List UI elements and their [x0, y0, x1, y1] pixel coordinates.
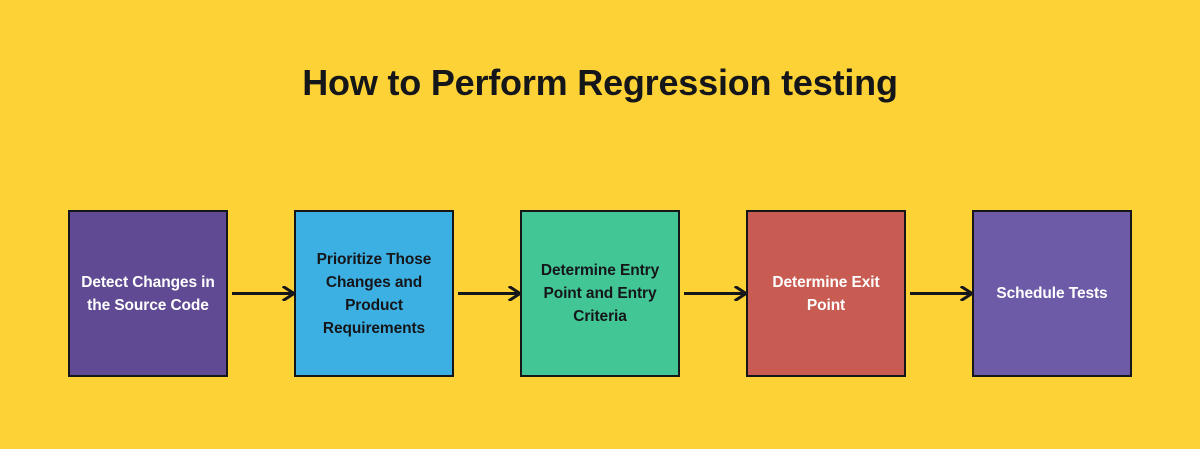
flow-step-5-label: Schedule Tests: [996, 285, 1108, 302]
arrow-right-icon-2: [458, 286, 524, 301]
flow-step-3-label: Determine Entry Point and Entry Criteria: [540, 262, 660, 325]
arrow-right-icon-1: [232, 286, 298, 301]
flow-step-3[interactable]: Determine Entry Point and Entry Criteria: [520, 210, 680, 377]
flow-step-4[interactable]: Determine Exit Point: [746, 210, 906, 377]
arrow-right-icon-4: [910, 286, 976, 301]
page-title: How to Perform Regression testing: [302, 62, 898, 103]
flow-step-2-label: Prioritize Those Changes and Product Req…: [316, 250, 432, 337]
process-flow: Detect Changes in the Source Code Priori…: [68, 210, 1132, 377]
flow-step-2[interactable]: Prioritize Those Changes and Product Req…: [294, 210, 454, 377]
flow-step-4-label: Determine Exit Point: [772, 273, 880, 314]
flow-step-1-label: Detect Changes in the Source Code: [81, 273, 215, 314]
arrow-right-icon-3: [684, 286, 750, 301]
flow-step-1[interactable]: Detect Changes in the Source Code: [68, 210, 228, 377]
flow-step-5[interactable]: Schedule Tests: [972, 210, 1132, 377]
